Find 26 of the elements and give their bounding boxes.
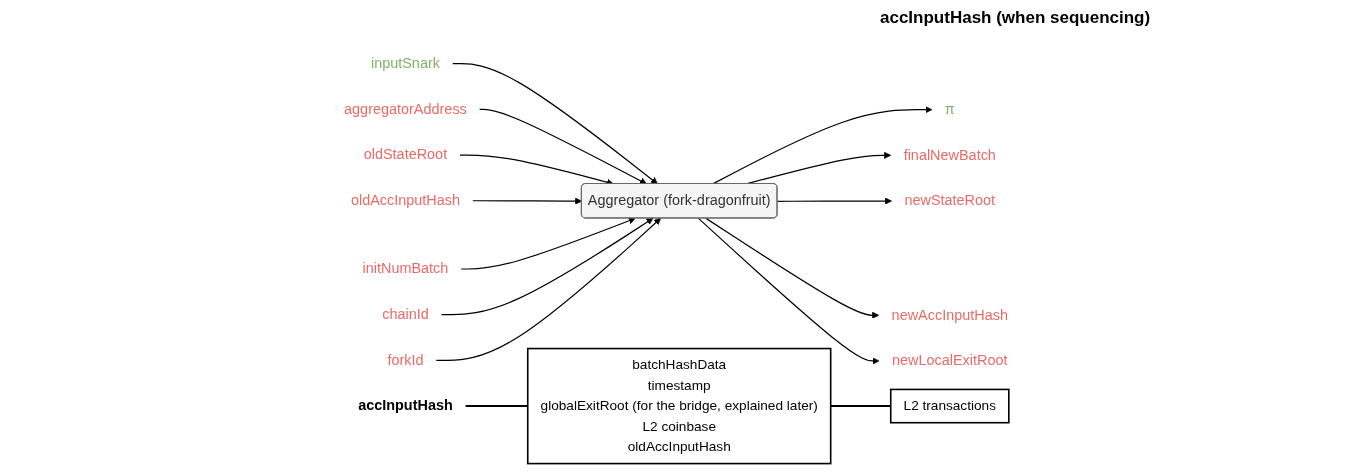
node-text: chainId [382,306,429,323]
node-text: newStateRoot [904,192,996,209]
arrow [712,106,933,185]
node-text: newLocalExitRoot [892,352,1008,369]
arrow [479,108,647,185]
node-text: oldStateRoot [363,146,448,163]
node-text: aggregatorAddress [344,100,467,117]
node-text: oldAccInputHash [350,192,460,209]
heading-text: accInputHash (when sequencing) [880,8,1151,28]
arrow [440,218,654,316]
node-box: batchHashData timestamp globalExitRoot (for the bridge, explained later) L2 coinbase oldAccInputHash [526,347,832,465]
arrow [776,197,892,205]
node-text: finalNewBatch [903,146,996,163]
node-text: initNumBatch [362,260,449,277]
arrow [435,218,661,361]
node-text: π [944,101,955,118]
node-text: inputSnark [370,55,440,72]
node-text: newAccInputHash [891,306,1008,323]
arrow [460,217,636,270]
arrow [452,63,658,185]
node-box: L2 transactions [889,388,1010,424]
node-text: accInputHash [358,397,453,414]
arrow [472,197,583,205]
arrow [705,217,880,319]
node-text: forkId [387,351,424,368]
arrow [697,217,880,365]
